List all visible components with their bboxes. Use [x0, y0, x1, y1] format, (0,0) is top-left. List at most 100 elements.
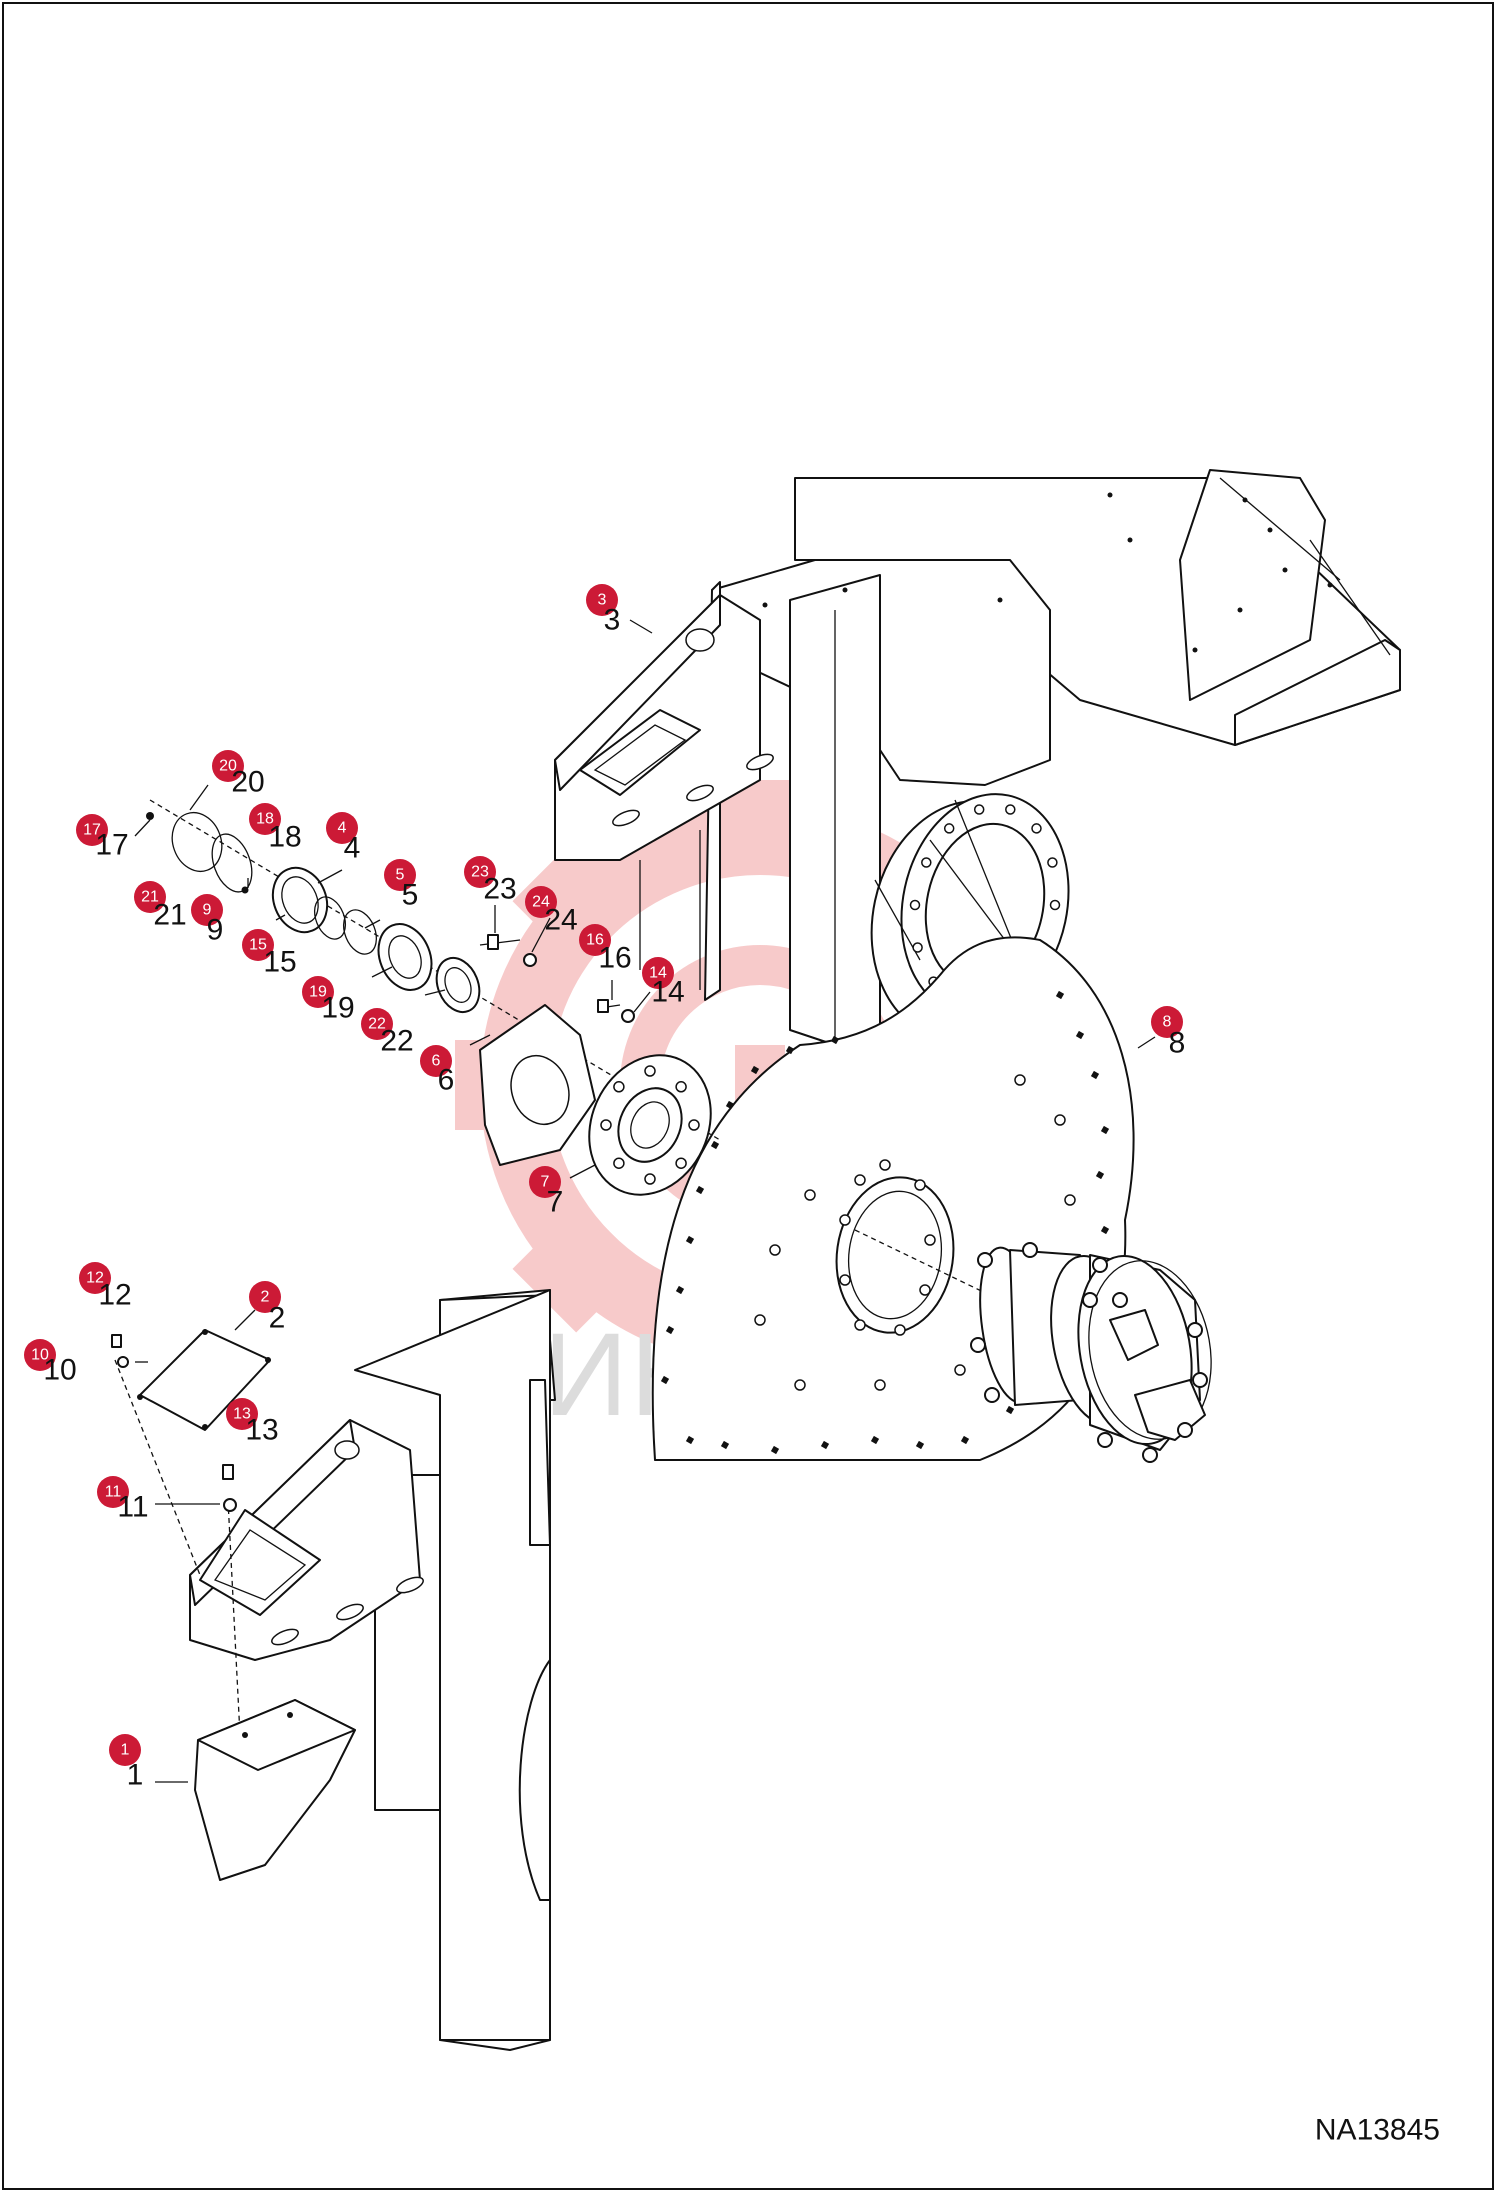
callout-part-5: 55 [384, 859, 418, 912]
callout-badge [361, 1008, 393, 1040]
bearing-stack [146, 799, 721, 1196]
callout-badge-number: 6 [432, 1053, 441, 1070]
callout-badge [226, 1398, 258, 1430]
part-number-label: 22 [380, 1025, 413, 1058]
callout-badge-number: 20 [219, 758, 237, 775]
ball-part-9 [241, 886, 249, 894]
part-number-label: 4 [344, 832, 361, 865]
callout-badge-number: 4 [338, 820, 347, 837]
callout-badge-number: 2 [261, 1289, 270, 1306]
pin-part-17 [146, 812, 154, 820]
part-number-label: 10 [43, 1354, 76, 1387]
callout-badge [97, 1476, 129, 1508]
callout-badge [302, 976, 334, 1008]
callout-badge [464, 856, 496, 888]
callout-part-8: 88 [1151, 1006, 1185, 1060]
callout-badge-number: 22 [368, 1016, 386, 1033]
bolt-part-13 [222, 1464, 234, 1480]
callout-badge [579, 924, 611, 956]
washer-part-11 [223, 1498, 237, 1512]
callout-badge [642, 957, 674, 989]
part-number-label: 20 [231, 766, 264, 799]
callout-badge [420, 1045, 452, 1077]
callout-badge [1151, 1006, 1183, 1038]
callout-badge [191, 894, 223, 926]
lower-frame-assembly [111, 1289, 556, 2051]
callout-badge-number: 16 [586, 932, 604, 949]
bearing-part-19 [377, 923, 433, 991]
part-number-label: 5 [402, 879, 419, 912]
part-number-label: 8 [1169, 1027, 1186, 1060]
callout-badge-number: 7 [541, 1174, 550, 1191]
callout-badge [76, 814, 108, 846]
callout-badge-number: 13 [233, 1406, 251, 1423]
part-number-label: 24 [544, 904, 577, 937]
washer-part-24 [523, 953, 537, 967]
ring-part-5 [342, 909, 378, 955]
callout-badge [326, 812, 358, 844]
callout-badge [212, 750, 244, 782]
washer-part-10 [117, 1356, 129, 1368]
callout-badge-number: 15 [249, 937, 267, 954]
callout-badge [79, 1262, 111, 1294]
part-callouts: 1122334455667788991010111112121313141415… [24, 584, 1185, 1792]
race-part-4 [271, 866, 329, 934]
callout-badge-number: 11 [105, 1484, 122, 1501]
callout-badge-number: 3 [598, 592, 607, 609]
ring-part-15 [313, 896, 347, 940]
callout-badge-number: 14 [649, 965, 667, 982]
callout-badge-number: 5 [396, 867, 405, 884]
callout-badge [529, 1166, 561, 1198]
callout-badge-number: 9 [203, 902, 212, 919]
callout-part-3: 33 [586, 584, 620, 637]
part-number-label: 21 [153, 899, 186, 932]
callout-badge-number: 8 [1163, 1014, 1172, 1031]
callout-badge [134, 881, 166, 913]
seal-part-22 [435, 956, 481, 1014]
part-number-label: 6 [438, 1064, 455, 1097]
o-ring-part-18 [211, 833, 253, 893]
diagram-reference-code: NA13845 [1315, 2114, 1440, 2147]
callout-badge [242, 929, 274, 961]
frame-rivets [762, 492, 1333, 653]
callout-part-2: 22 [249, 1281, 285, 1335]
callout-badge-number: 23 [471, 864, 489, 881]
bolt-part-12 [111, 1334, 122, 1348]
part-number-label: 18 [268, 821, 301, 854]
callout-part-6: 66 [420, 1045, 454, 1097]
callout-badge [525, 886, 557, 918]
callout-badge [586, 584, 618, 616]
callout-badge-number: 10 [31, 1347, 49, 1364]
callout-badge-number: 19 [309, 984, 327, 1001]
part-number-label: 7 [547, 1186, 564, 1219]
callout-badge [249, 803, 281, 835]
part-number-label: 2 [269, 1302, 286, 1335]
part-number-label: 17 [95, 829, 128, 862]
callout-badge [109, 1734, 141, 1766]
main-frame-upper [554, 469, 1401, 1046]
part-number-label: 1 [127, 1759, 144, 1792]
part-number-label: 13 [245, 1414, 278, 1447]
part-number-label: 23 [483, 873, 516, 906]
callout-badge-number: 1 [121, 1742, 130, 1759]
part-number-label: 3 [604, 604, 621, 637]
callout-badge-number: 18 [256, 811, 274, 828]
part-number-label: 14 [651, 976, 684, 1009]
leader-lines [134, 619, 1156, 1783]
part-number-label: 12 [98, 1279, 131, 1312]
part-number-label: 19 [321, 992, 354, 1025]
